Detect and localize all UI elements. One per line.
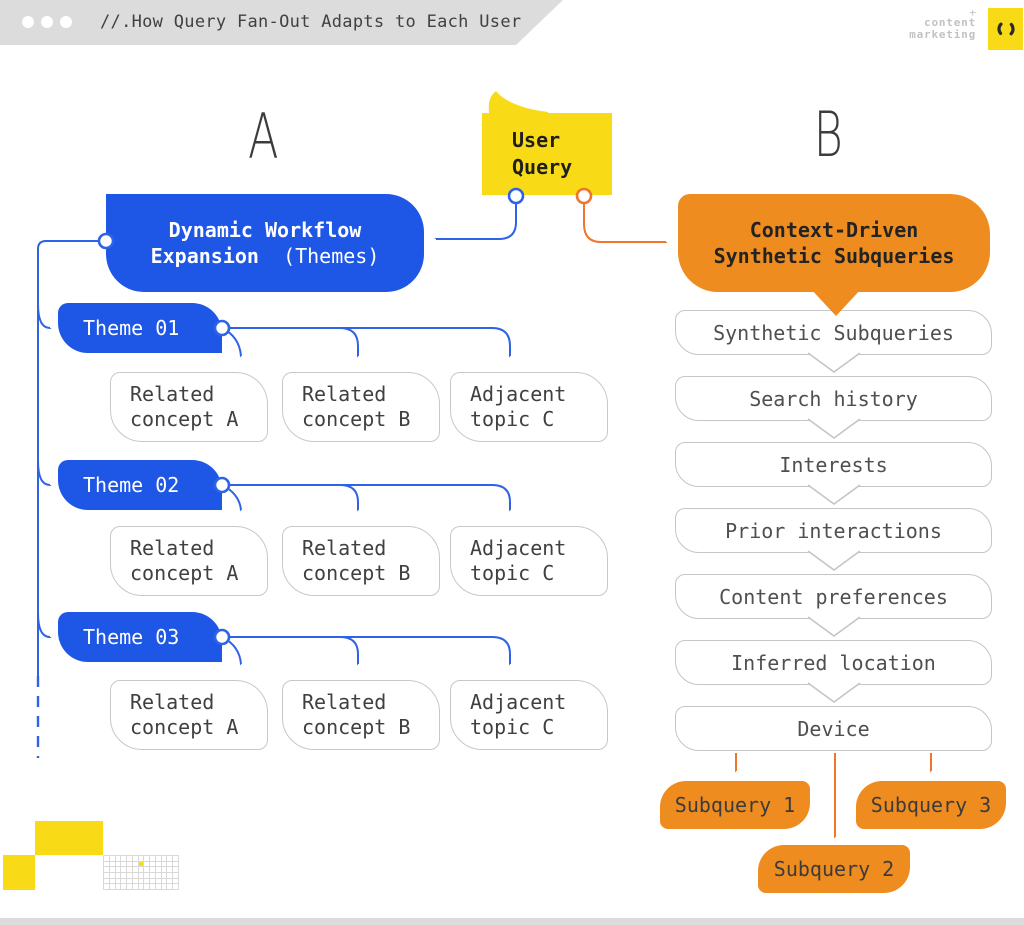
pixel-grid	[103, 855, 179, 890]
wire-userquery-to-workflow	[436, 203, 517, 240]
subquery-2-box[interactable]: Subquery 2	[758, 845, 910, 893]
subquery-label: Subquery 3	[870, 793, 992, 817]
workflow-line2-bold: Expansion	[150, 244, 259, 268]
window-dot[interactable]	[22, 16, 34, 28]
theme-03-box[interactable]: Theme 03	[58, 612, 222, 662]
window-dot[interactable]	[60, 16, 72, 28]
child-label: Related concept B	[302, 690, 411, 739]
child-label: Related concept B	[302, 536, 411, 585]
signal-interests[interactable]: Interests	[675, 442, 992, 487]
window-dot[interactable]	[41, 16, 53, 28]
subquery-label: Subquery 2	[773, 857, 895, 881]
signal-tail	[807, 682, 861, 703]
child-label: Adjacent topic C	[470, 536, 567, 585]
signal-synthetic-subqueries[interactable]: Synthetic Subqueries	[675, 310, 992, 355]
signal-prior-interactions[interactable]: Prior interactions	[675, 508, 992, 553]
theme-02-label: Theme 02	[83, 473, 180, 497]
signal-content-preferences[interactable]: Content preferences	[675, 574, 992, 619]
branch-b-label: B	[813, 98, 843, 171]
signal-tail	[807, 418, 861, 439]
window-controls[interactable]	[22, 16, 72, 28]
workflow-line2: Expansion (Themes)	[151, 243, 380, 269]
subquery-1-box[interactable]: Subquery 1	[660, 781, 810, 829]
wire-theme03-child-b	[339, 636, 359, 664]
adjacent-topic-c-box[interactable]: Adjacent topic C	[450, 526, 608, 596]
theme-01-box[interactable]: Theme 01	[58, 303, 222, 353]
wire-theme01-child-b	[339, 327, 359, 356]
context-line1: Context-Driven	[749, 218, 919, 242]
user-query-box[interactable]: User Query	[482, 113, 612, 195]
workflow-line2-rest: (Themes)	[283, 244, 380, 268]
brand-plus: +	[969, 6, 976, 19]
page-title: //.How Query Fan-Out Adapts to Each User	[100, 12, 522, 32]
context-subqueries-box[interactable]: Context-Driven Synthetic Subqueries	[678, 194, 990, 292]
signal-label: Synthetic Subqueries	[713, 320, 954, 345]
brand-line1: content	[924, 16, 976, 29]
subquery-3-box[interactable]: Subquery 3	[856, 781, 1006, 829]
brand-logo[interactable]	[988, 8, 1023, 50]
wire-theme03-child-c	[222, 636, 511, 664]
child-label: Related concept A	[130, 382, 239, 431]
child-label: Related concept A	[130, 690, 239, 739]
deco-yellow-rect	[3, 855, 35, 890]
brand-line2: marketing	[909, 27, 976, 41]
related-concept-a-box[interactable]: Related concept A	[110, 372, 268, 442]
child-label: Adjacent topic C	[470, 382, 567, 431]
context-line2: Synthetic Subqueries	[713, 244, 955, 268]
signal-label: Device	[797, 716, 870, 741]
child-label: Adjacent topic C	[470, 690, 567, 739]
related-concept-a-box[interactable]: Related concept A	[110, 680, 268, 750]
theme-01-label: Theme 01	[83, 316, 180, 340]
signal-label: Content preferences	[719, 584, 948, 609]
wire-theme02-child-c	[222, 484, 511, 510]
workflow-line1: Dynamic Workflow	[168, 218, 362, 242]
signal-tail	[807, 550, 861, 571]
wire-theme01-child-a	[221, 327, 241, 356]
wire-theme01-child-c	[222, 327, 511, 356]
related-concept-b-box[interactable]: Related concept B	[282, 372, 440, 442]
user-query-label: User Query	[512, 128, 573, 179]
signal-tail	[807, 616, 861, 637]
bottom-strip	[0, 918, 1024, 925]
adjacent-topic-c-box[interactable]: Adjacent topic C	[450, 372, 608, 442]
wire-theme03-child-a	[221, 636, 241, 664]
wire-to-theme-03	[37, 612, 50, 637]
branch-a-label: A	[247, 100, 279, 173]
signal-label: Inferred location	[731, 650, 936, 675]
wire-theme02-child-a	[221, 484, 241, 510]
deco-yellow-rect	[35, 821, 103, 855]
related-concept-b-box[interactable]: Related concept B	[282, 526, 440, 596]
theme-02-box[interactable]: Theme 02	[58, 460, 222, 510]
signal-label: Search history	[749, 386, 918, 411]
wire-theme02-child-b	[339, 484, 359, 510]
window-titlebar	[0, 0, 563, 45]
brand-wordmark: content marketing	[909, 17, 976, 40]
workflow-expansion-box[interactable]: Dynamic Workflow Expansion (Themes)	[106, 194, 424, 292]
wire-to-theme-02	[37, 460, 50, 485]
speech-tail	[488, 91, 548, 114]
child-label: Related concept B	[302, 382, 411, 431]
adjacent-topic-c-box[interactable]: Adjacent topic C	[450, 680, 608, 750]
refresh-icon	[996, 20, 1015, 38]
signal-tail	[807, 484, 861, 505]
signal-device[interactable]: Device	[675, 706, 992, 751]
wire-to-theme-01	[37, 303, 50, 328]
signal-search-history[interactable]: Search history	[675, 376, 992, 421]
related-concept-b-box[interactable]: Related concept B	[282, 680, 440, 750]
theme-03-label: Theme 03	[83, 625, 180, 649]
wire-userquery-to-context	[583, 203, 666, 242]
child-label: Related concept A	[130, 536, 239, 585]
signal-inferred-location[interactable]: Inferred location	[675, 640, 992, 685]
signal-label: Prior interactions	[725, 518, 942, 543]
signal-tail	[807, 352, 861, 373]
related-concept-a-box[interactable]: Related concept A	[110, 526, 268, 596]
subquery-label: Subquery 1	[674, 793, 796, 817]
signal-label: Interests	[779, 452, 888, 477]
